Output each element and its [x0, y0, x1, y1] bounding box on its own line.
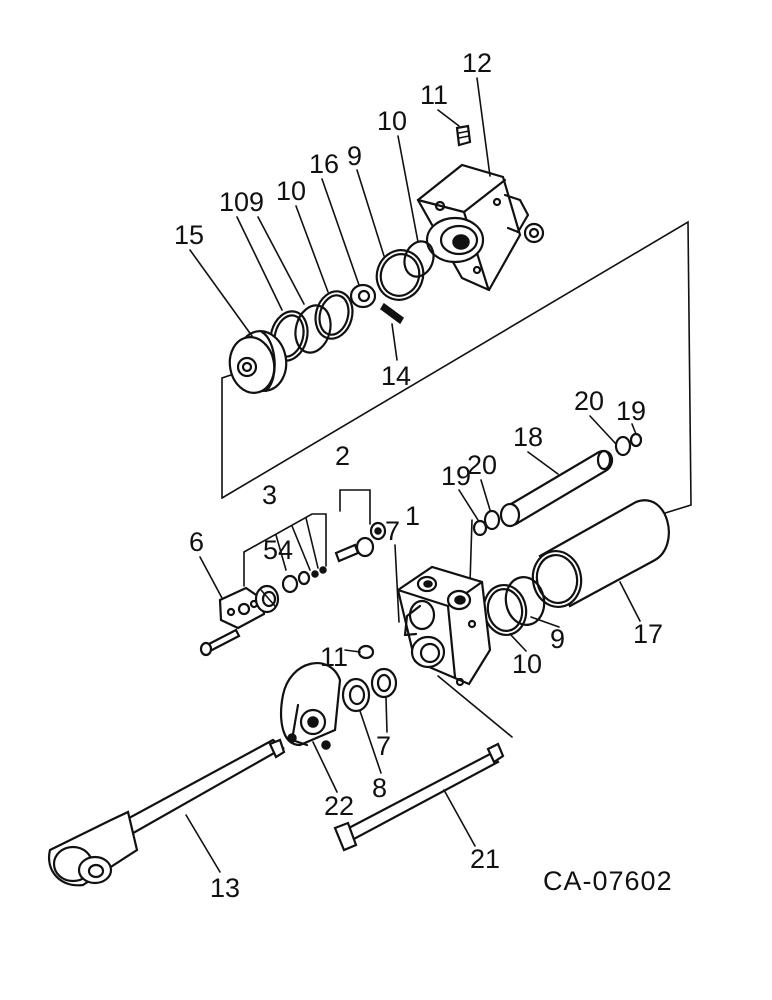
callout-7-upper: 7: [385, 516, 400, 546]
callout-12: 12: [462, 48, 492, 78]
callout-3: 3: [262, 480, 277, 510]
part-set-screw-11-lower: [357, 644, 375, 660]
callout-21: 21: [470, 844, 500, 874]
callout-109: 109: [219, 187, 264, 217]
callout-13: 13: [210, 873, 240, 903]
part-bushing-8: [341, 677, 371, 713]
part-rod-13: [47, 738, 286, 887]
part-seals-top-right: [375, 240, 435, 301]
part-valve-body-1: [396, 565, 492, 687]
part-set-screw-11-top: [455, 124, 472, 147]
part-pin-14: [380, 302, 404, 325]
callout-20-right: 20: [574, 386, 604, 416]
callout-11-top: 11: [420, 80, 448, 110]
callout-17: 17: [633, 619, 663, 649]
callout-54: 54: [263, 535, 293, 565]
part-small-rings-4: [281, 566, 327, 594]
group-brackets: [243, 489, 371, 587]
callout-20-left: 20: [467, 450, 497, 480]
part-bushing-7: [370, 667, 398, 699]
part-tube-18: [499, 449, 614, 528]
callout-9-lower: 9: [550, 624, 565, 654]
callout-2: 2: [335, 441, 350, 471]
part-barrel-17: [531, 499, 670, 608]
part-screw-6: [199, 628, 241, 657]
callout-22: 22: [324, 791, 354, 821]
part-piston-15: [228, 330, 288, 394]
callout-19-left: 19: [441, 461, 471, 491]
callout-leaders: [185, 77, 641, 873]
drawing-code: CA-07602: [543, 866, 673, 896]
callout-11-lower: 11: [320, 642, 348, 672]
part-bolt-21: [333, 742, 505, 852]
part-nut-16: [349, 283, 377, 309]
callout-6: 6: [189, 527, 204, 557]
part-valve-stem-2: [334, 521, 387, 563]
part-head-22: [280, 662, 342, 750]
callout-labels: 12 11 10 9 16 10 109 15 14 20 19 18 19 2…: [174, 48, 663, 903]
callout-8: 8: [372, 773, 387, 803]
part-seals-body: [482, 576, 546, 636]
part-plate-6: [218, 586, 266, 630]
callout-15: 15: [174, 220, 204, 250]
callout-10-mid: 10: [276, 176, 306, 206]
callout-1: 1: [405, 501, 420, 531]
callout-7-lower: 7: [376, 731, 391, 761]
callout-19-right: 19: [616, 396, 646, 426]
callout-9-top: 9: [347, 141, 362, 171]
callout-14: 14: [381, 361, 411, 391]
callout-16: 16: [309, 149, 339, 179]
callout-10-lower: 10: [512, 649, 542, 679]
part-end-cap-12: [416, 163, 545, 292]
part-spring-5: [254, 584, 280, 614]
callout-10-top: 10: [377, 106, 407, 136]
callout-18: 18: [513, 422, 543, 452]
